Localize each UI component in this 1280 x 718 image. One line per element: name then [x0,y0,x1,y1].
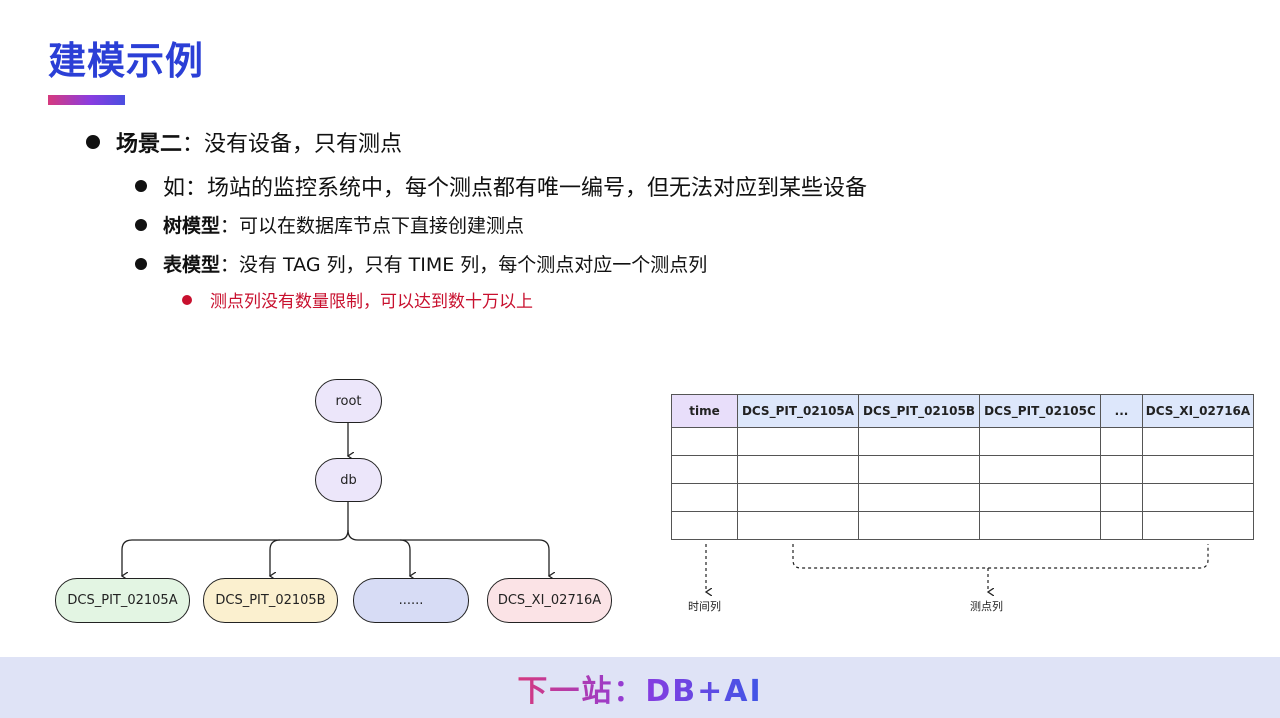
tree-leaf-node: ...... [353,578,469,623]
table-header-cell: DCS_PIT_02105B [858,394,980,428]
footer-text: 下一站：DB+AI [517,666,762,710]
bullet-dot [182,294,192,305]
bullet-dot [135,218,147,231]
table-header-cell: ... [1100,394,1143,428]
bullet-scenario-two: 场景二：没有设备，只有测点 [86,126,402,158]
tree-db-node: db [315,458,382,502]
bullet-bold-label: 树模型 [163,215,221,237]
table-header-cell: time [671,394,738,428]
tree-leaf-label: DCS_PIT_02105B [215,593,326,608]
bullet-bold-label: 场景二 [116,132,183,157]
bullet-bold-label: 表模型 [163,254,221,276]
tree-leaf-node: DCS_PIT_02105A [55,578,190,623]
points-col-brace [792,544,1209,569]
table-header-cell: DCS_XI_02716A [1142,394,1254,428]
tree-db-label: db [340,472,357,488]
tree-root-label: root [335,393,362,409]
bullet-dot [86,135,100,149]
time-column-label: 时间列 [688,600,721,613]
tree-leaf-label: ...... [398,593,424,608]
db-leaf1-arrow [122,502,349,576]
table-row [671,483,1254,512]
bullet-text: ：可以在数据库节点下直接创建测点 [220,215,525,237]
tree-root-node: root [315,379,382,423]
bullet-table-model: 表模型：没有 TAG 列，只有 TIME 列，每个测点对应一个测点列 [135,250,707,277]
bullet-text: 如：场站的监控系统中，每个测点都有唯一编号，但无法对应到某些设备 [163,176,868,201]
bullet-text: ：没有 TAG 列，只有 TIME 列，每个测点对应一个测点列 [220,254,708,276]
bullet-tree-model: 树模型：可以在数据库节点下直接创建测点 [135,211,524,238]
bullet-text: ：没有设备，只有测点 [182,132,403,157]
table-header-cell: DCS_PIT_02105C [979,394,1101,428]
tree-leaf-label: DCS_XI_02716A [497,593,602,608]
footer-banner: 下一站：DB+AI [0,657,1280,718]
table-row [671,427,1254,456]
tree-leaf-node: DCS_XI_02716A [487,578,612,623]
db-leaf2-arrow [270,539,281,576]
bullet-text: 测点列没有数量限制，可以达到数十万以上 [210,292,533,312]
page-title: 建模示例 [48,39,205,83]
db-leaf3-arrow [347,529,410,576]
bullet-dot [135,180,147,192]
bullet-column-limit-note: 测点列没有数量限制，可以达到数十万以上 [182,287,533,312]
table-row [671,511,1254,540]
bullet-example: 如：场站的监控系统中，每个测点都有唯一编号，但无法对应到某些设备 [135,170,867,202]
title-underline [48,95,125,105]
table-model-grid: time DCS_PIT_02105A DCS_PIT_02105B DCS_P… [671,394,1254,540]
points-column-label: 测点列 [970,600,1003,613]
db-leaf4-arrow [400,539,549,576]
bullet-dot [135,257,147,270]
tree-leaf-node: DCS_PIT_02105B [203,578,338,623]
table-header-row: time DCS_PIT_02105A DCS_PIT_02105B DCS_P… [671,394,1254,428]
table-row [671,455,1254,484]
table-header-cell: DCS_PIT_02105A [737,394,859,428]
tree-leaf-label: DCS_PIT_02105A [67,593,178,608]
